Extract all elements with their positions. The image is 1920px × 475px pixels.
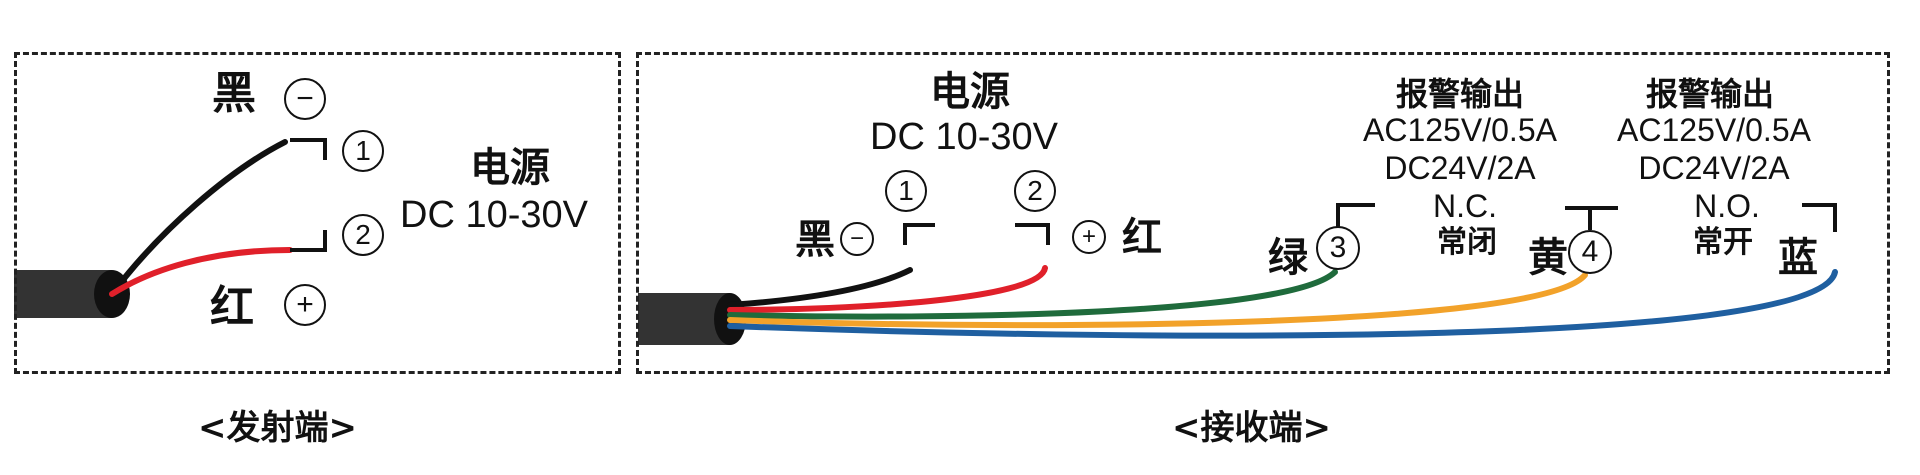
receiver-green-wire [727,269,1338,320]
receiver-blue-label: 蓝 [1778,235,1818,281]
receiver-terminal-1-number: 1 [885,170,927,212]
emitter-caption: <发射端> [198,408,357,448]
receiver-power-voltage: DC 10-30V [870,116,1058,158]
receiver-black-label: 黑 [795,217,835,263]
alarm-no-title: 报警输出 [1645,75,1774,113]
receiver-terminal-3-number: 3 [1316,226,1360,270]
alarm-no-state-cn: 常开 [1693,225,1753,260]
receiver-black-wire [727,267,913,308]
alarm-nc-title: 报警输出 [1395,75,1524,113]
emitter-frame [14,52,621,374]
receiver-red-wire [727,265,1048,313]
alarm-no-ac: AC125V/0.5A [1617,112,1811,148]
alarm-nc-dc: DC24V/2A [1384,150,1536,186]
alarm-no-dc: DC24V/2A [1638,150,1790,186]
emitter-power-title: 电源 [470,145,550,191]
emitter-terminal-1-number: 1 [342,130,384,172]
emitter-black-label: 黑 [212,68,256,119]
receiver-terminal-4-number: 4 [1568,230,1612,274]
alarm-nc-state-cn: 常闭 [1437,225,1497,260]
receiver-green-label: 绿 [1268,235,1308,281]
receiver-minus-icon: − [840,222,874,256]
emitter-terminal-2-bracket [290,230,327,252]
emitter-plus-icon: + [284,284,326,326]
alarm-nc-ac: AC125V/0.5A [1363,112,1557,148]
alarm-no-state: N.O. [1694,188,1760,224]
receiver-blue-bracket [1802,203,1837,232]
emitter-terminal-1-bracket [290,138,327,160]
receiver-yellow-wire [727,272,1588,329]
emitter-power-voltage: DC 10-30V [400,194,588,236]
alarm-nc-state: N.C. [1433,188,1497,224]
receiver-plus-icon: + [1072,220,1106,254]
receiver-terminal-1-bracket [903,223,935,245]
receiver-terminal-3-bracket [1336,203,1375,228]
emitter-black-wire [109,139,288,297]
terminal-brackets [290,138,1837,252]
emitter-red-label: 红 [210,282,254,333]
receiver-red-label: 红 [1122,215,1162,261]
receiver-power-title: 电源 [930,69,1010,115]
emitter-terminal-2-number: 2 [342,214,384,256]
emitter-minus-icon: − [284,78,326,120]
receiver-caption: <接收端> [1172,408,1331,448]
receiver-terminal-2-number: 2 [1014,170,1056,212]
receiver-yellow-label: 黄 [1528,235,1568,281]
emitter-red-wire [109,247,293,297]
receiver-blue-wire [727,269,1838,339]
receiver-terminal-2-bracket [1015,223,1050,245]
receiver-terminal-4-bracket [1565,206,1618,230]
receiver-frame [636,52,1890,374]
